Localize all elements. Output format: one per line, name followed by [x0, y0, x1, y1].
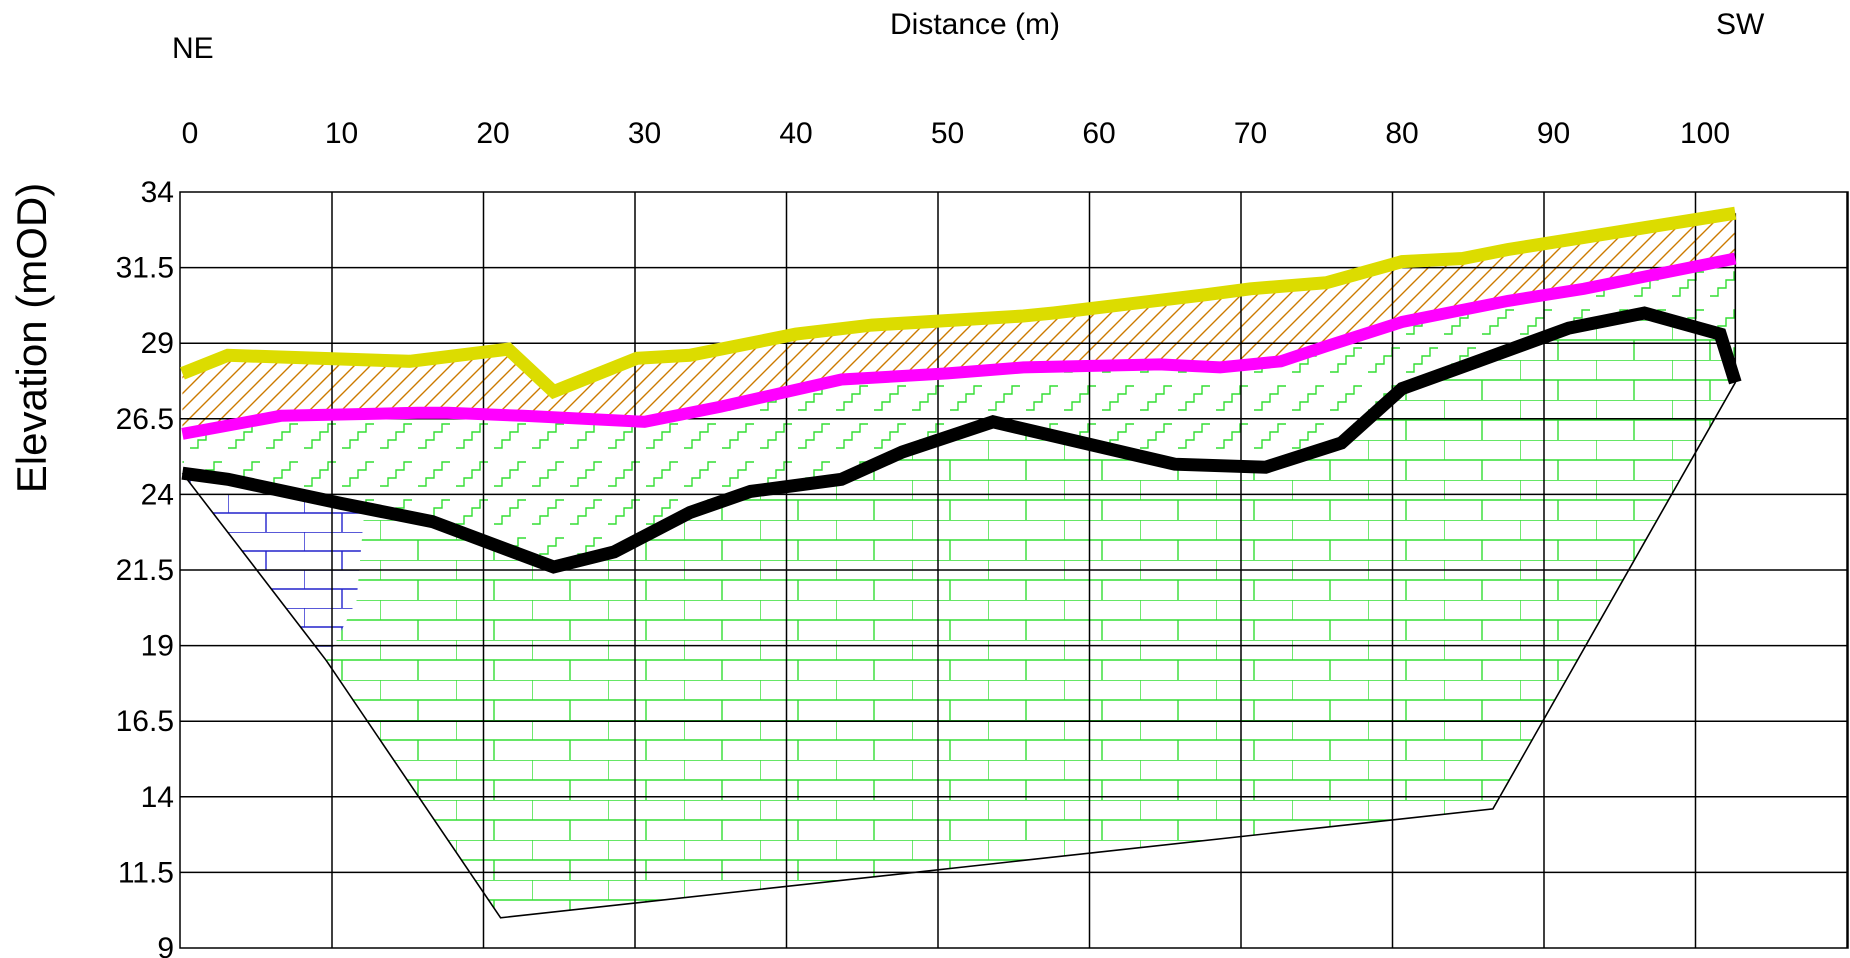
- x-axis-title: Distance (m): [890, 8, 1061, 41]
- boundary-line: [181, 213, 1737, 919]
- x-tick-label: 50: [931, 117, 964, 150]
- y-tick-label: 21.5: [116, 554, 174, 587]
- y-tick-label: 24: [141, 478, 174, 511]
- series-line-2: [181, 306, 1742, 574]
- series-line-0: [179, 206, 1737, 400]
- x-tick-label: 60: [1082, 117, 1115, 150]
- y-tick-label: 16.5: [116, 705, 174, 738]
- x-tick-label: 20: [476, 117, 509, 150]
- x-tick-label: 80: [1385, 117, 1418, 150]
- profile-lines: [179, 206, 1742, 574]
- unit-fill-3: [182, 473, 365, 661]
- direction-label-sw: SW: [1716, 8, 1765, 41]
- x-tick-label: 30: [628, 117, 661, 150]
- x-tick-label: 10: [325, 117, 358, 150]
- y-tick-label: 26.5: [116, 403, 174, 436]
- x-tick-label: 90: [1537, 117, 1570, 150]
- x-tick-label: 40: [779, 117, 812, 150]
- y-tick-label: 11.5: [118, 856, 174, 889]
- grid: [179, 191, 1849, 949]
- y-tick-label: 34: [141, 176, 174, 209]
- unit-fill-1: [182, 258, 1736, 567]
- x-tick-label: 100: [1680, 117, 1730, 150]
- y-tick-label: 29: [141, 327, 174, 360]
- direction-label-ne: NE: [172, 32, 214, 65]
- y-tick-label: 14: [141, 781, 174, 814]
- unit-fill-2: [326, 313, 1736, 918]
- y-tick-label: 19: [141, 630, 174, 663]
- y-tick-label: 31.5: [116, 252, 174, 285]
- y-tick-labels: 34 31.5 29 26.5 24 21.5 19 16.5 14 11.5 9: [116, 176, 174, 958]
- x-tick-label: 0: [182, 117, 199, 150]
- section-boundary: [181, 213, 1737, 919]
- series-line-1: [181, 252, 1737, 440]
- x-tick-label: 70: [1234, 117, 1267, 150]
- y-tick-label: 9: [157, 932, 174, 958]
- x-tick-labels: 0 10 20 30 40 50 60 70 80 90 100: [182, 117, 1730, 150]
